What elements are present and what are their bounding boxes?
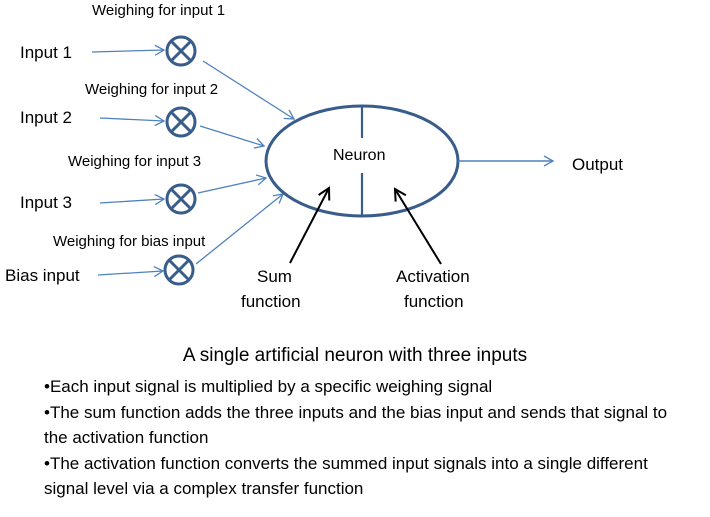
input-2-arrow: [99, 115, 166, 127]
input-2-label: Input 2: [20, 108, 72, 127]
weight-3-to-neuron-arrow: [197, 174, 268, 194]
input-1-arrow: [91, 44, 166, 56]
output-label: Output: [572, 155, 624, 174]
caption-title: A single artificial neuron with three in…: [182, 345, 528, 366]
bullet-item: •The sum function adds the three inputs …: [44, 402, 668, 448]
sum-function-label-line2: function: [241, 292, 301, 311]
bias-input-label: Bias input: [5, 266, 80, 285]
weighing-label-2: Weighing for input 2: [85, 81, 219, 98]
neuron-label: Neuron: [333, 147, 386, 164]
weight-2-to-neuron-arrow: [199, 125, 266, 149]
sum-function-label-line1: Sum: [257, 267, 292, 286]
weighing-node-2: [165, 106, 197, 138]
bias-input-arrow: [97, 265, 165, 278]
weight-1-to-neuron-arrow: [202, 60, 296, 120]
weighing-label-bias: Weighing for bias input: [53, 233, 206, 250]
bullet-item: •Each input signal is multiplied by a sp…: [44, 377, 493, 396]
activation-function-label-line1: Activation: [396, 267, 470, 286]
weighing-node-3: [165, 183, 197, 215]
weighing-label-3: Weighing for input 3: [68, 153, 202, 170]
activation-function-label-line2: function: [404, 292, 464, 311]
input-3-label: Input 3: [20, 193, 72, 212]
bullet-item: •The activation function converts the su…: [44, 453, 648, 499]
activation-function-pointer-arrow: [395, 189, 442, 265]
sum-function-pointer-arrow: [289, 188, 329, 264]
weighing-node-1: [165, 35, 197, 67]
weighing-node-bias: [163, 254, 195, 286]
caption-bullets: •Each input signal is multiplied by a sp…: [44, 374, 694, 502]
bias-weight-to-neuron-arrow: [195, 193, 285, 265]
input-1-label: Input 1: [20, 43, 72, 62]
input-3-arrow: [99, 193, 166, 206]
weighing-label-1: Weighing for input 1: [92, 2, 226, 19]
